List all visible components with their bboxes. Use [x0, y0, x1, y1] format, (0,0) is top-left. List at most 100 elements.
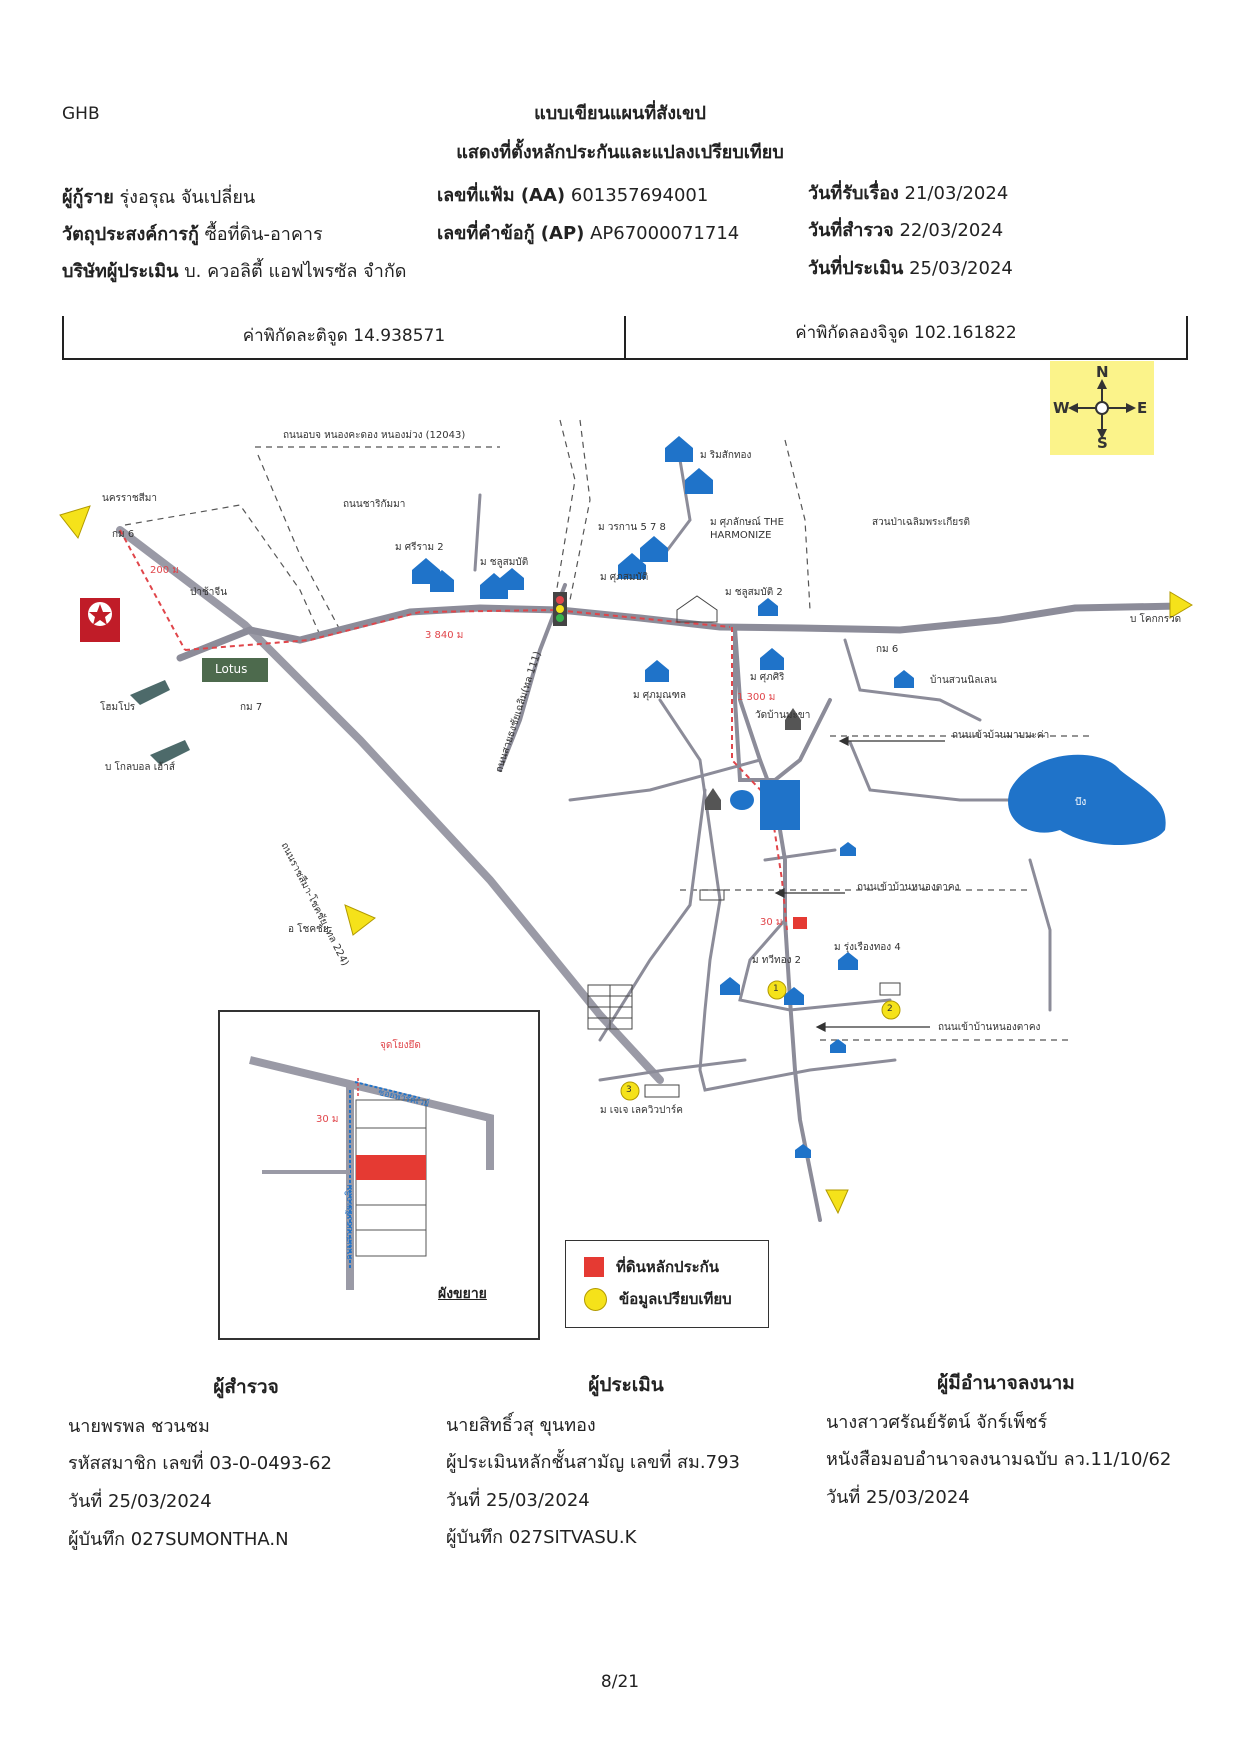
arrow-korat-icon	[59, 505, 91, 540]
label-village-7: ม ศุภมณฑล	[633, 690, 687, 701]
label-inset-dist: 30 ม	[316, 1114, 339, 1125]
appraiser-date: วันที่ 25/03/2024	[446, 1490, 590, 1511]
label-inset-road-2: ถนนสายธงชัยเฉลิม	[345, 1184, 355, 1261]
coordinate-divider	[624, 316, 626, 358]
temple-icon	[785, 708, 801, 730]
surveyor-name: นายพรพล ชวนชม	[68, 1416, 210, 1437]
legend-collateral-label: ที่ดินหลักประกัน	[616, 1258, 720, 1276]
collateral-marker	[793, 917, 807, 929]
label-road-nongtakhong-1: ถนนเข้าบ้านหนองตาคง	[857, 882, 960, 893]
label-village-11: ม รุ่งเรืองทอง 4	[834, 942, 901, 953]
comparison-marker-2	[881, 1000, 901, 1020]
survey-date-row: วันที่สำรวจ 22/03/2024	[808, 215, 1003, 244]
compass-south: S	[1097, 434, 1108, 452]
label-road-nongtakhong-2: ถนนเข้าบ้านหนองตาคง	[938, 1022, 1041, 1033]
inset-drawing	[249, 1056, 494, 1290]
page-number: 8/21	[600, 1672, 640, 1692]
inset-collateral-plot	[356, 1155, 426, 1180]
compass-north: N	[1096, 363, 1109, 381]
label-road-small: ถนนชาริกัมมา	[343, 499, 406, 510]
dashed-roads	[124, 419, 1090, 1041]
label-lotus: Lotus	[215, 662, 248, 676]
borrower-label: ผู้กู้ราย	[62, 187, 114, 208]
purpose-value: ซื้อที่ดิน-อาคาร	[204, 224, 323, 245]
appraiser-company-row: บริษัทผู้ประเมิน บ. ควอลิตี้ แอฟไพรซัล จ…	[62, 256, 406, 285]
global-house-icon	[150, 740, 190, 765]
appraiser-company-label: บริษัทผู้ประเมิน	[62, 261, 179, 282]
label-village-10: ม ทวีทอง 2	[752, 955, 801, 966]
authority-name: นางสาวศรัณย์รัตน์ จักร์เพ็ชร์	[826, 1412, 1048, 1433]
compass-east: E	[1137, 399, 1148, 417]
appraiser-company-value: บ. ควอลิตี้ แอฟไพรซัล จำกัด	[184, 261, 407, 282]
arrow-east-icon	[1169, 591, 1193, 619]
label-village-2: ม ชลูสมบัติ	[480, 557, 529, 568]
label-korat: นครราชสีมา	[102, 493, 157, 504]
latitude-cell: ค่าพิกัดละติจูด 14.938571	[64, 322, 624, 349]
purpose-row: วัตถุประสงค์การกู้ ซื้อที่ดิน-อาคาร	[62, 219, 323, 248]
surveyor-member-no: รหัสสมาชิก เลขที่ 03-0-0493-62	[68, 1453, 332, 1474]
received-value: 21/03/2024	[904, 183, 1009, 204]
label-dist-30: 30 ม	[760, 917, 783, 928]
longitude-label: ค่าพิกัดลองจิจูด	[795, 323, 909, 343]
small-pond-icon	[730, 790, 754, 810]
label-village-4: ม ศุภลักษณ์ THE HARMONIZE	[710, 517, 784, 541]
file-no-label: เลขที่แฟ้ม (AA)	[437, 185, 566, 206]
label-road-top: ถนนอบจ หนองคะดอง หนองม่วง (12043)	[283, 430, 466, 441]
label-ban-suan: บ้านสวนนิลเลน	[930, 675, 997, 686]
compass-rose: N S W E	[1050, 361, 1154, 455]
latitude-label: ค่าพิกัดละติจูด	[242, 326, 348, 346]
inset-title: ผังขยาย	[438, 1286, 487, 1302]
borrower-row: ผู้กู้ราย รุ่งอรุณ จันเปลี่ยน	[62, 182, 255, 211]
arrow-chokchai-icon	[344, 904, 376, 936]
received-date-row: วันที่รับเรื่อง 21/03/2024	[808, 178, 1008, 207]
pointer-arrows	[774, 736, 945, 1032]
comparison-label-2: 2	[887, 1004, 893, 1014]
authority-heading: ผู้มีอำนาจลงนาม	[937, 1372, 1075, 1394]
water-reservoir-icon	[760, 780, 800, 830]
legend-comparison: ข้อมูลเปรียบเทียบ	[584, 1287, 732, 1311]
arrow-south-icon	[825, 1189, 849, 1215]
building-icons	[587, 889, 901, 1098]
label-dist-200: 200 ม	[150, 565, 179, 576]
appraiser-name: นายสิทธิ์วสุ ขุนทอง	[446, 1415, 596, 1436]
borrower-value: รุ่งอรุณ จันเปลี่ยน	[119, 187, 256, 208]
purpose-label: วัตถุประสงค์การกู้	[62, 224, 199, 245]
collateral-swatch-icon	[584, 1257, 604, 1277]
label-village-12: ม เจเจ เลควิวปาร์ค	[600, 1105, 683, 1116]
surveyor-recorder: ผู้บันทึก 027SUMONTHA.N	[68, 1529, 289, 1550]
label-village-1: ม ศรีราม 2	[395, 542, 444, 553]
label-km7: กม 7	[240, 702, 263, 713]
comparison-swatch-icon	[584, 1287, 607, 1311]
survey-label: วันที่สำรวจ	[808, 220, 894, 241]
label-global: บ โกลบอล เฮ้าส์	[105, 762, 175, 773]
document-subtitle: แสดงที่ตั้งหลักประกันและแปลงเปรียบเทียบ	[456, 142, 784, 163]
caltex-logo-icon	[80, 598, 120, 642]
authority-date: วันที่ 25/03/2024	[826, 1487, 970, 1508]
map-legend: ที่ดินหลักประกัน ข้อมูลเปรียบเทียบ	[565, 1240, 769, 1328]
pond-icon	[1008, 754, 1166, 845]
file-no-value: 601357694001	[570, 185, 709, 206]
file-no-row: เลขที่แฟ้ม (AA) 601357694001	[437, 180, 708, 209]
longitude-cell: ค่าพิกัดลองจิจูด 102.161822	[626, 319, 1186, 346]
comparison-label-3: 3	[626, 1085, 632, 1095]
document-title: แบบเขียนแผนที่สังเขป	[534, 103, 706, 124]
brand-label: GHB	[62, 104, 100, 124]
appraiser-recorder: ผู้บันทึก 027SITVASU.K	[446, 1527, 637, 1548]
label-ban-khokkruat: บ โคกกรวด	[1130, 614, 1182, 625]
request-no-value: AP67000071714	[590, 223, 740, 244]
label-village-6: ม ชลูสมบัติ 2	[725, 587, 783, 598]
compass-west: W	[1053, 399, 1070, 417]
appraised-date-row: วันที่ประเมิน 25/03/2024	[808, 253, 1013, 282]
surveyor-date: วันที่ 25/03/2024	[68, 1491, 212, 1512]
label-dist-3840: 3 840 ม	[425, 630, 464, 641]
label-chokchai: อ โชคชัย	[288, 924, 329, 935]
village-house-icons	[412, 436, 914, 1158]
label-homepro: โฮมโปร	[100, 702, 136, 713]
comparison-marker-3	[620, 1081, 640, 1101]
label-temple: วัดบ้านมะขา	[755, 710, 811, 721]
label-village-9: ม ศุภศิริ	[750, 672, 785, 683]
survey-value: 22/03/2024	[899, 220, 1004, 241]
label-pond: บึง	[1075, 797, 1087, 808]
inset-map	[218, 1010, 540, 1340]
